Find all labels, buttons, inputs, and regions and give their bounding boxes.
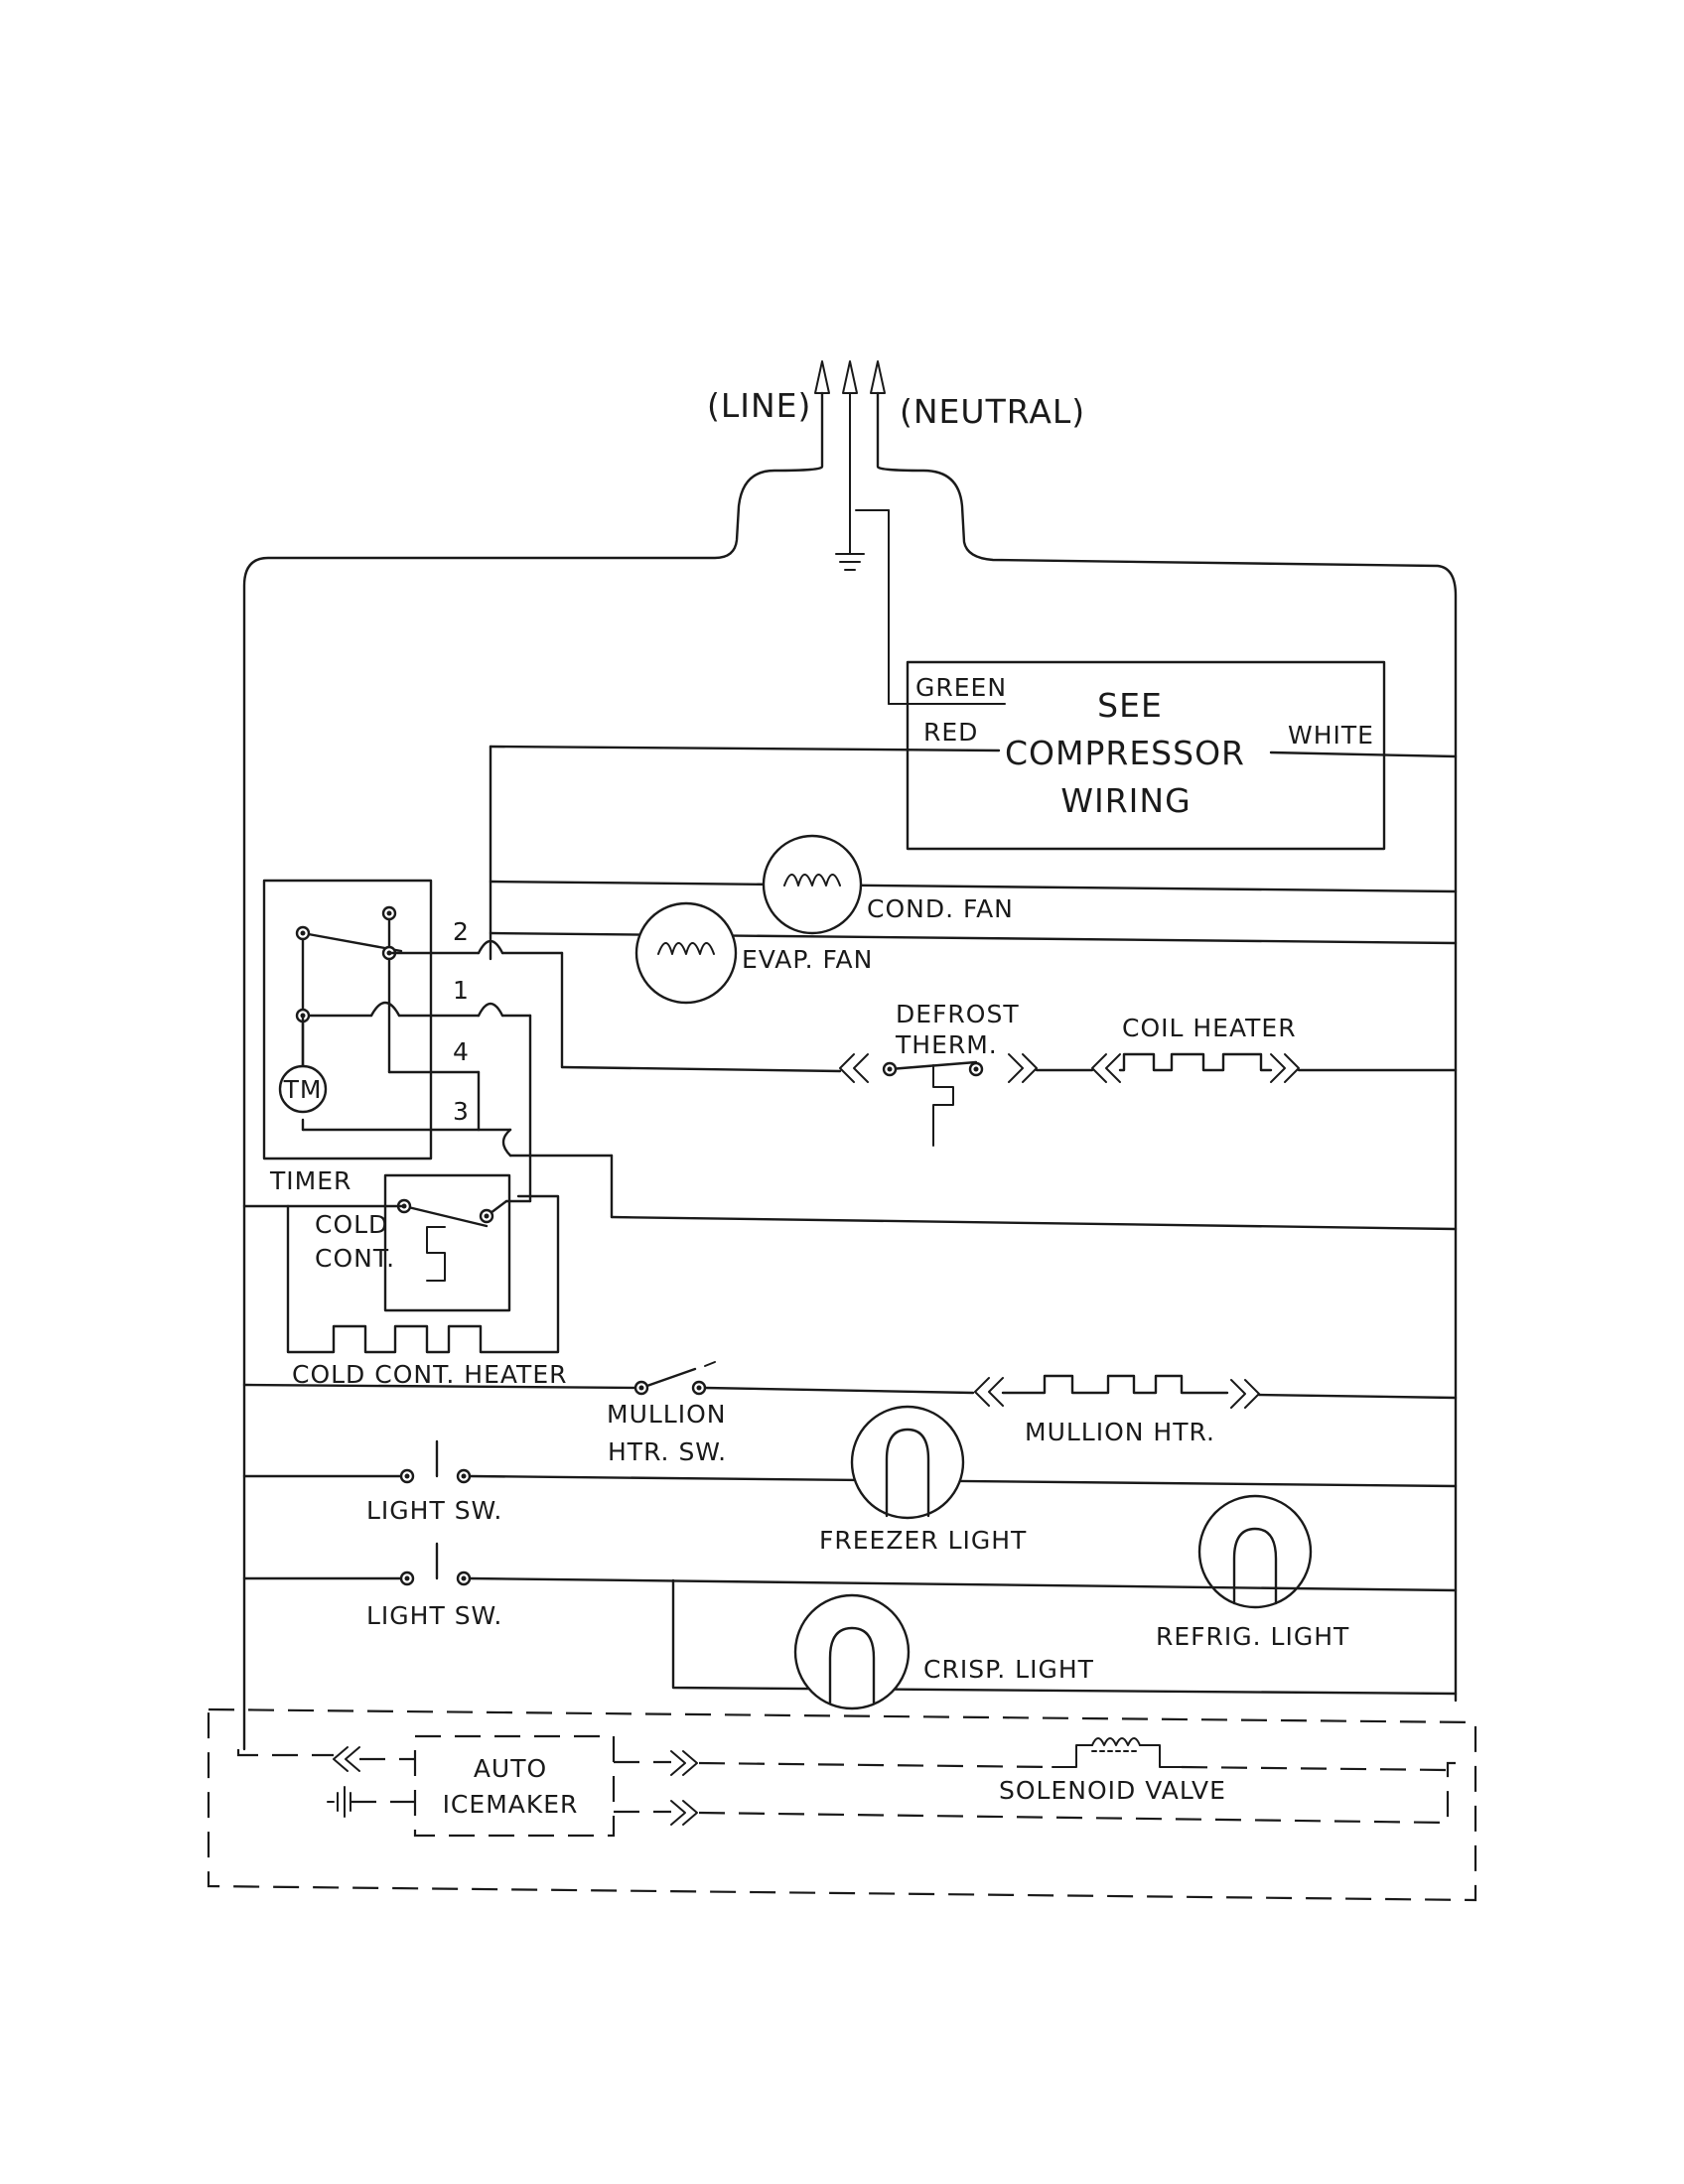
defrost-therm-label-2: THERM. bbox=[895, 1030, 998, 1059]
neutral-wire bbox=[876, 391, 1458, 1703]
cold-control-heater-icon bbox=[286, 1194, 560, 1354]
red-wire bbox=[489, 745, 1001, 752]
light-sw-2-wire-b bbox=[468, 1576, 1458, 1592]
solenoid-valve-icon bbox=[1052, 1737, 1449, 1772]
icemaker-label-2: ICEMAKER bbox=[443, 1790, 579, 1819]
line-label: (LINE) bbox=[707, 386, 811, 425]
coil-heater-label: COIL HEATER bbox=[1122, 1014, 1297, 1042]
mullion-switch-icon bbox=[639, 1361, 716, 1390]
timer-motor-label: TM bbox=[283, 1075, 323, 1104]
compressor-green-label: GREEN bbox=[915, 673, 1007, 702]
timer-outputs bbox=[387, 939, 1458, 1231]
timer-box bbox=[262, 879, 433, 1160]
icemaker-option-border bbox=[207, 1707, 1477, 1902]
compressor-white-label: WHITE bbox=[1288, 721, 1374, 750]
freezer-light-icon bbox=[850, 1405, 965, 1520]
mullion-wire-b bbox=[703, 1386, 975, 1395]
defrost-therm-icon bbox=[839, 1053, 1094, 1147]
refrig-light-label: REFRIG. LIGHT bbox=[1156, 1622, 1349, 1651]
timer-terminal-1: 1 bbox=[453, 976, 470, 1005]
crisp-light-wire bbox=[671, 1578, 1458, 1696]
compressor-title-2: COMPRESSOR bbox=[1005, 734, 1245, 772]
cold-control-box bbox=[383, 1173, 511, 1312]
mullion-sw-label-1: MULLION bbox=[607, 1400, 726, 1429]
icemaker-connector-left bbox=[333, 1746, 360, 1772]
evap-fan-wire bbox=[489, 931, 1458, 945]
icemaker-connector-right-a bbox=[670, 1750, 698, 1776]
timer-terminal-2: 2 bbox=[453, 917, 470, 946]
light-sw-2-label: LIGHT SW. bbox=[366, 1601, 502, 1630]
mullion-sw-label-2: HTR. SW. bbox=[608, 1437, 727, 1466]
evap-fan-icon bbox=[634, 901, 738, 1005]
icemaker-line-wire bbox=[236, 1749, 334, 1757]
cold-control-heater-label: COLD CONT. HEATER bbox=[292, 1360, 568, 1389]
timer-terminal-4: 4 bbox=[453, 1037, 470, 1066]
cold-control-label-1: COLD bbox=[315, 1210, 388, 1239]
cond-fan-icon bbox=[762, 834, 863, 935]
crisp-light-icon bbox=[793, 1593, 911, 1710]
evap-fan-label: EVAP. FAN bbox=[742, 945, 873, 974]
mullion-htr-label: MULLION HTR. bbox=[1025, 1418, 1215, 1446]
power-plug bbox=[814, 360, 886, 394]
cold-control-label-2: CONT. bbox=[315, 1244, 395, 1273]
solenoid-valve-label: SOLENOID VALVE bbox=[999, 1776, 1226, 1805]
freezer-light-label: FREEZER LIGHT bbox=[819, 1526, 1027, 1555]
refrig-light-icon bbox=[1197, 1494, 1313, 1609]
compressor-red-label: RED bbox=[923, 718, 978, 747]
compressor-title-3: WIRING bbox=[1060, 781, 1191, 820]
timer-terminal-3: 3 bbox=[453, 1097, 470, 1126]
freezer-light-wire bbox=[468, 1474, 1458, 1488]
timer-label: TIMER bbox=[269, 1166, 351, 1195]
ground-icon bbox=[835, 392, 1006, 705]
white-wire bbox=[1269, 751, 1458, 758]
mullion-heater-icon bbox=[974, 1374, 1458, 1409]
cond-fan-label: COND. FAN bbox=[867, 894, 1014, 923]
light-sw-1-label: LIGHT SW. bbox=[366, 1496, 502, 1525]
mullion-wire-a bbox=[242, 1383, 643, 1390]
coil-heater-icon bbox=[1091, 1052, 1458, 1083]
icemaker-connector-right-b bbox=[670, 1800, 698, 1826]
cond-fan-wire bbox=[489, 880, 1458, 893]
defrost-therm-label-1: DEFROST bbox=[896, 1000, 1020, 1028]
compressor-title-1: SEE bbox=[1097, 686, 1163, 725]
icemaker-label-1: AUTO bbox=[474, 1754, 547, 1783]
icemaker-ground-icon bbox=[327, 1786, 415, 1818]
neutral-label: (NEUTRAL) bbox=[900, 392, 1085, 431]
line-wire bbox=[242, 391, 824, 1751]
icemaker-box bbox=[413, 1734, 616, 1838]
crisp-light-label: CRISP. LIGHT bbox=[923, 1655, 1094, 1684]
